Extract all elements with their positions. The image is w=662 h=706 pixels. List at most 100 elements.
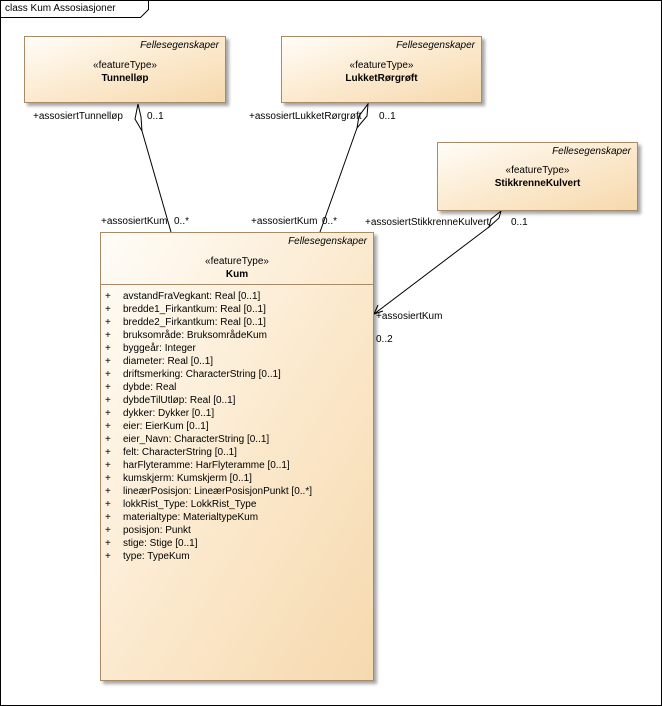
class-stikkrenne-kulvert[interactable]: Fellesegenskaper «featureType» Stikkrenn… (437, 142, 638, 211)
attribute-text: materialtype: MaterialtypeKum (123, 512, 259, 523)
attribute-text: eier_Navn: CharacterString [0..1] (123, 434, 270, 445)
attribute-text: diameter: Real [0..1] (123, 356, 214, 367)
aggregation-diamond-tunnellop (134, 103, 143, 132)
attribute-divider (101, 284, 373, 285)
aggregation-diamond-lukket (356, 102, 369, 130)
attribute-row[interactable]: + avstandFraVegkant: Real [0..1] (101, 290, 373, 303)
package-name: Fellesegenskaper (140, 40, 219, 51)
attribute-visibility: + (105, 421, 111, 432)
attribute-row[interactable]: + dybde: Real (101, 381, 373, 394)
attribute-text: dybdeTilUtløp: Real [0..1] (123, 395, 236, 406)
attribute-row[interactable]: +lineærPosisjon: LineærPosisjonPunkt [0.… (101, 485, 373, 498)
attribute-visibility: + (105, 317, 111, 328)
aggregation-diamond-stikk (488, 209, 502, 229)
class-kum[interactable]: Fellesegenskaper «featureType» Kum + avst… (100, 232, 374, 681)
attribute-row[interactable]: + harFlyteramme: HarFlyteramme [0..1] (101, 459, 373, 472)
role-assosiert-tunnellop: +assosiertTunnelløp (33, 111, 123, 122)
attribute-text: avstandFraVegkant: Real [0..1] (123, 291, 261, 302)
class-name: StikkrenneKulvert (494, 178, 581, 189)
attribute-visibility: + (105, 291, 111, 302)
attribute-row[interactable]: + dykker: Dykker [0..1] (101, 407, 373, 420)
attribute-row[interactable]: + dybdeTilUtløp: Real [0..1] (101, 394, 373, 407)
class-lukket-rorgroft[interactable]: Fellesegenskaper «featureType» LukketRør… (281, 36, 482, 103)
attribute-visibility: + (105, 330, 111, 341)
attribute-visibility: + (105, 434, 111, 445)
attribute-text: bruksområde: BruksområdeKum (123, 330, 267, 341)
package-name: Fellesegenskaper (288, 236, 367, 247)
attribute-row[interactable]: + stige: Stige [0..1] (101, 537, 373, 550)
association-line-tunnellop[interactable] (141, 130, 172, 233)
package-name: Fellesegenskaper (396, 40, 475, 51)
attribute-text: lokkRist_Type: LokkRist_Type (123, 499, 257, 510)
attribute-row[interactable]: +bredde1_Firkantkum: Real [0..1] (101, 303, 373, 316)
stereotype: «featureType» (349, 60, 414, 71)
attribute-visibility: + (105, 395, 111, 406)
attribute-row[interactable]: + bruksområde: BruksområdeKum (101, 329, 373, 342)
attribute-visibility: + (105, 486, 111, 497)
mult-kum-3: 0..2 (376, 334, 393, 345)
attribute-row[interactable]: + materialtype: MaterialtypeKum (101, 511, 373, 524)
association-line-stikk[interactable] (373, 226, 490, 315)
attribute-row[interactable]: + diameter: Real [0..1] (101, 355, 373, 368)
attribute-visibility: + (105, 473, 111, 484)
mult-stikkrenne-kulvert: 0..1 (511, 217, 528, 228)
attribute-text: stige: Stige [0..1] (123, 538, 198, 549)
attribute-text: harFlyteramme: HarFlyteramme [0..1] (123, 460, 290, 471)
attribute-text: bredde2_Firkantkum: Real [0..1] (123, 317, 266, 328)
attribute-visibility: + (105, 369, 111, 380)
attribute-row[interactable]: + lokkRist_Type: LokkRist_Type (101, 498, 373, 511)
attribute-visibility: + (105, 382, 111, 393)
attribute-visibility: + (105, 304, 111, 315)
class-name: Tunnelløp (101, 73, 149, 84)
attribute-visibility: + (105, 460, 111, 471)
role-assosiert-kum-3: +assosiertKum (376, 311, 443, 322)
attribute-visibility: + (105, 525, 111, 536)
mult-lukket-rorgroft: 0..1 (379, 111, 396, 122)
class-name: LukketRørgrøft (345, 73, 418, 84)
association-line-lukket[interactable] (319, 127, 358, 233)
attribute-row[interactable]: + eier: EierKum [0..1] (101, 420, 373, 433)
attribute-visibility: + (105, 408, 111, 419)
stereotype: «featureType» (205, 256, 269, 267)
attribute-row[interactable]: + byggeår: Integer (101, 342, 373, 355)
attribute-visibility: + (105, 538, 111, 549)
attribute-row[interactable]: +type: TypeKum (101, 550, 373, 563)
mult-tunnellop: 0..1 (147, 111, 164, 122)
attribute-text: eier: EierKum [0..1] (123, 421, 209, 432)
attribute-text: type: TypeKum (123, 551, 190, 562)
frame-label: class Kum Assosiasjoner (5, 3, 116, 14)
role-assosiert-stikkrenne-kulvert: +assosiertStikkrenneKulvert (365, 217, 490, 228)
attribute-text: felt: CharacterString [0..1] (123, 447, 237, 458)
navigation-arrow-stikk (373, 304, 384, 315)
mult-kum-1: 0..* (174, 216, 190, 227)
attribute-row[interactable]: + felt: CharacterString [0..1] (101, 446, 373, 459)
attribute-visibility: + (105, 356, 111, 367)
role-assosiert-lukket-rorgroft: +assosiertLukketRørgrøft (249, 111, 362, 122)
attribute-row[interactable]: + posisjon: Punkt (101, 524, 373, 537)
role-assosiert-kum-1: +assosiertKum (101, 216, 168, 227)
attribute-text: dybde: Real (123, 382, 177, 393)
attribute-text: posisjon: Punkt (123, 525, 191, 536)
attribute-text: dykker: Dykker [0..1] (123, 408, 215, 419)
attribute-row[interactable]: + eier_Navn: CharacterString [0..1] (101, 433, 373, 446)
attribute-visibility: + (105, 447, 111, 458)
attribute-row[interactable]: + bredde2_Firkantkum: Real [0..1] (101, 316, 373, 329)
class-name: Kum (225, 269, 249, 280)
frame-tab-shape (0, 0, 149, 18)
attribute-text: kumskjerm: Kumskjerm [0..1] (123, 473, 252, 484)
attribute-visibility: + (105, 512, 111, 523)
stereotype: «featureType» (505, 165, 570, 176)
attribute-text: driftsmerking: CharacterString [0..1] (123, 369, 281, 380)
class-tunnellop[interactable]: Fellesegenskaper «featureType» Tunnelløp (24, 36, 226, 103)
package-name: Fellesegenskaper (552, 146, 631, 157)
attribute-text: byggeår: Integer (123, 343, 196, 354)
role-assosiert-kum-2: +assosiertKum (251, 216, 318, 227)
attribute-visibility: + (105, 343, 111, 354)
stereotype: «featureType» (93, 60, 157, 71)
attribute-row[interactable]: + kumskjerm: Kumskjerm [0..1] (101, 472, 373, 485)
attribute-visibility: + (105, 499, 111, 510)
attribute-list: + avstandFraVegkant: Real [0..1]+bredde1_… (101, 290, 373, 563)
mult-kum-2: 0..* (322, 216, 338, 227)
attribute-row[interactable]: + driftsmerking: CharacterString [0..1] (101, 368, 373, 381)
